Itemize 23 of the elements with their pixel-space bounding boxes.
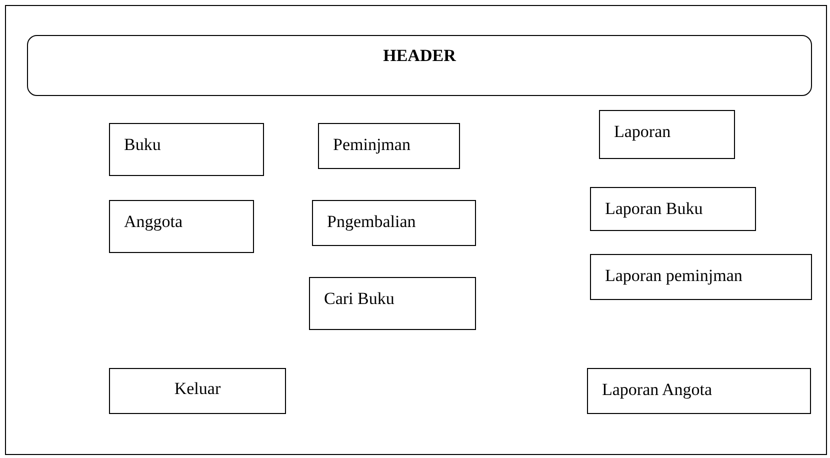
menu-box bbox=[109, 200, 254, 253]
menu-label: Pngembalian bbox=[327, 212, 416, 231]
menu-box bbox=[599, 110, 735, 159]
menu-box bbox=[109, 123, 264, 176]
menu-box bbox=[590, 187, 756, 231]
frame-box bbox=[5, 5, 827, 455]
menu-label: Buku bbox=[124, 135, 161, 154]
menu-label: Laporan Angota bbox=[602, 380, 712, 399]
menu-box bbox=[590, 254, 812, 300]
header-bar bbox=[27, 35, 812, 96]
menu-box bbox=[312, 200, 476, 246]
menu-label: Cari Buku bbox=[324, 289, 394, 308]
menu-box bbox=[318, 123, 460, 169]
menu-label: Keluar bbox=[174, 379, 221, 399]
menu-label: Anggota bbox=[124, 212, 183, 231]
menu-label: Laporan Buku bbox=[605, 199, 703, 218]
menu-box bbox=[309, 277, 476, 330]
menu-label: Laporan peminjman bbox=[605, 266, 742, 285]
menu-box bbox=[587, 368, 811, 414]
menu-label: Laporan bbox=[614, 122, 671, 141]
menu-box bbox=[109, 368, 286, 414]
menu-label: Peminjman bbox=[333, 135, 410, 154]
header-title: HEADER bbox=[383, 46, 456, 66]
